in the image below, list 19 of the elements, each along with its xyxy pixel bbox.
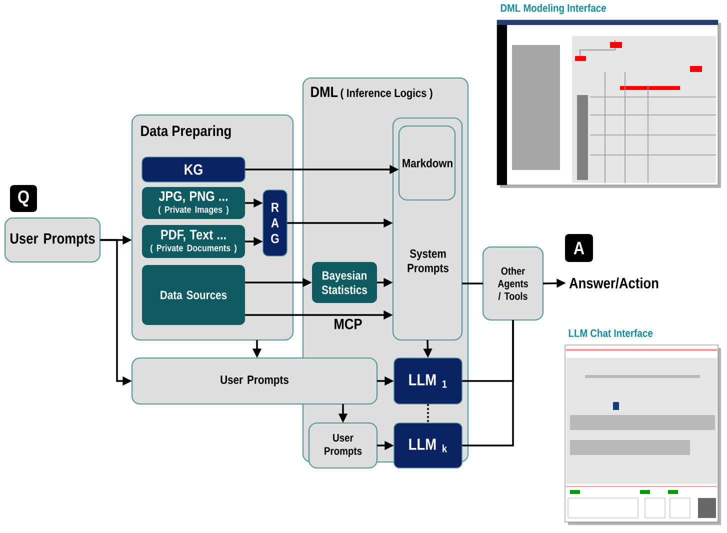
data-box: JPG, PNG ... ( Private Images ) [142, 187, 245, 219]
rag-box: R A G [262, 190, 288, 256]
data-box: KG [142, 156, 246, 182]
data-box: Data Sources [142, 265, 245, 325]
letter-badge: Q [10, 185, 37, 212]
prompt-box: User Prompts [4, 217, 101, 263]
panel-title: LLM Chat Interface [568, 329, 653, 338]
mcp-label: MCP [334, 318, 362, 330]
llm-box: LLM $_{k}$ [394, 422, 462, 468]
panel-title: DML Modeling Interface [500, 4, 606, 14]
prompt-box: User Prompts [308, 422, 378, 469]
process-box: Bayesian Statistics [312, 262, 377, 303]
agent-box: Other Agents / Tools [482, 246, 544, 321]
letter-badge: A [565, 234, 593, 262]
prompt-box: User Prompts [131, 357, 378, 405]
llm-box: LLM $_{1}$ [394, 358, 462, 404]
data-box: PDF, Text ... ( Private Documents ) [142, 225, 245, 258]
answer-text: Answer/Action [569, 277, 658, 289]
markdown-box: Markdown [398, 125, 456, 201]
